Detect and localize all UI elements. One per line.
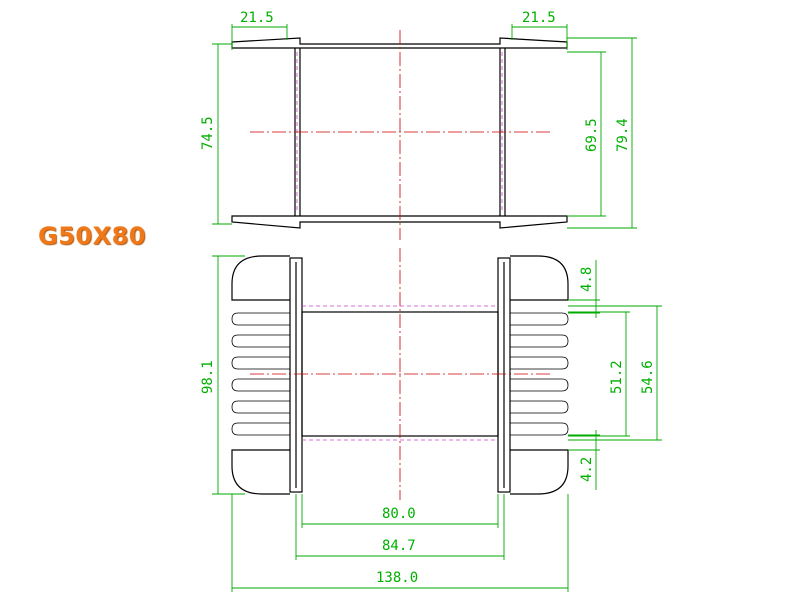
dim-top-height: 98.1	[200, 360, 216, 394]
left-end-cap-bottom	[231, 449, 290, 495]
dim-slot-top: 4.8	[579, 267, 595, 292]
dim-core-window: 51.2	[609, 360, 625, 394]
model-label: G50X80	[38, 222, 146, 250]
right-end-cap-bottom	[510, 449, 569, 495]
left-end-cap-top	[231, 255, 290, 301]
dim-width-80: 80.0	[382, 506, 416, 522]
top-view-dimensions: 98.1 4.8 51.2 54.6 4.2 80.0 84.7	[200, 255, 662, 592]
dim-flange-left: 21.5	[240, 10, 274, 26]
dim-width-84: 84.7	[382, 538, 416, 554]
side-view-dimensions: 21.5 21.5 74.5 69.5 79.4	[200, 10, 637, 229]
dim-core-outer: 54.6	[640, 360, 656, 394]
bottom-flange	[231, 215, 568, 229]
top-view	[231, 248, 569, 500]
left-comb-fins	[231, 312, 290, 436]
right-end-cap-top	[510, 255, 569, 301]
dim-side-height: 74.5	[200, 116, 216, 150]
dim-side-total: 79.4	[615, 118, 631, 152]
top-flange	[231, 37, 568, 49]
side-view	[231, 30, 568, 240]
dim-side-inner: 69.5	[584, 118, 600, 152]
dim-slot-bottom: 4.2	[579, 457, 595, 482]
dim-overall-width: 138.0	[376, 570, 418, 586]
right-comb-fins	[510, 312, 569, 436]
dim-flange-right: 21.5	[522, 10, 556, 26]
